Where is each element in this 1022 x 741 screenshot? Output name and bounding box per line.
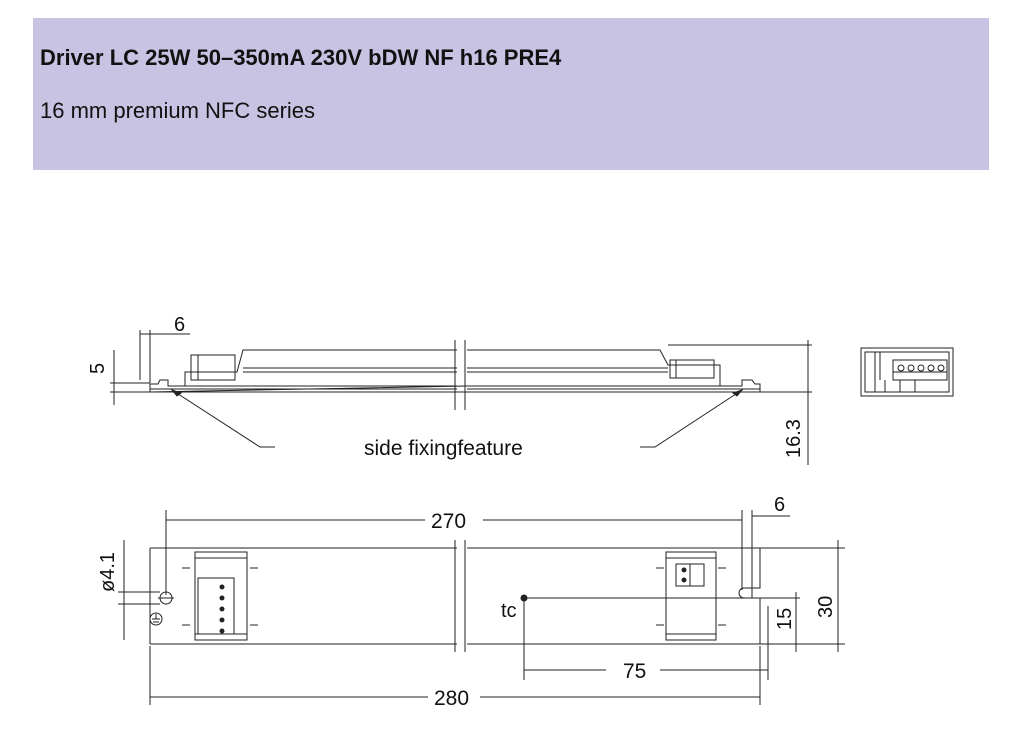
side-view: [110, 330, 812, 465]
dim-half-width: 15: [774, 608, 796, 630]
dim-width: 30: [815, 596, 837, 618]
dim-right-offset: 6: [774, 494, 785, 516]
dim-side-top: 6: [174, 314, 185, 336]
side-fixing-annotation: side fixingfeature: [364, 437, 523, 460]
dim-tc-distance: 75: [623, 660, 646, 683]
product-title: Driver LC 25W 50–350mA 230V bDW NF h16 P…: [40, 45, 562, 70]
dim-inner-length: 270: [431, 510, 466, 533]
top-view: [118, 510, 845, 705]
dim-total-length: 280: [434, 687, 469, 710]
header-band: [33, 18, 989, 170]
end-view: [860, 347, 954, 397]
dim-hole: ø4.1: [97, 552, 119, 592]
tc-label: tc: [501, 600, 517, 622]
dim-side-left: 5: [87, 363, 109, 374]
product-subtitle: 16 mm premium NFC series: [40, 98, 316, 123]
dim-side-height: 16.3: [783, 419, 805, 458]
